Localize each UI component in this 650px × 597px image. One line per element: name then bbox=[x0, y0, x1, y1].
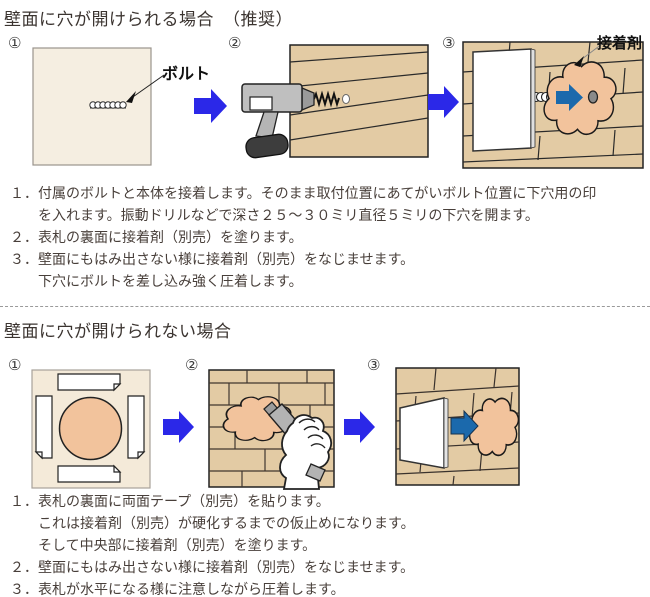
wall-lines bbox=[289, 51, 429, 141]
section-divider bbox=[0, 306, 650, 307]
bolt-leader-arrowhead bbox=[126, 91, 136, 103]
bolt-leader-line bbox=[129, 74, 165, 100]
next-step-arrow-icon bbox=[163, 411, 194, 443]
illustration-mounting bbox=[462, 41, 644, 169]
next-step-arrow-icon bbox=[344, 411, 375, 443]
press-arrow-icon bbox=[556, 84, 583, 111]
bolt-label: ボルト bbox=[162, 66, 211, 83]
instruction-line: ３．表札が水平になる様に注意しながら圧着します。 bbox=[10, 581, 345, 597]
instruction-line: ２．表札の裏面に接着剤（別売）を塗ります。 bbox=[10, 229, 303, 245]
instruction-line: ２．壁面にもはみ出さない様に接着剤（別売）をなじませます。 bbox=[10, 559, 415, 575]
nameplate-edge bbox=[443, 397, 449, 469]
section2-instructions: １．表札の裏面に両面テープ（別売）を貼ります。 これは接着剤（別売）が硬化するま… bbox=[10, 490, 415, 597]
step2-number: ② bbox=[185, 357, 199, 374]
section2-heading: 壁面に穴が開けられない場合 bbox=[4, 322, 232, 341]
step1-number: ① bbox=[8, 357, 22, 374]
next-step-arrow-icon bbox=[194, 89, 227, 123]
nameplate-edge bbox=[530, 48, 536, 149]
step2-number: ② bbox=[228, 35, 242, 52]
bolt-hole bbox=[587, 90, 599, 104]
tape-strips bbox=[34, 373, 146, 483]
adhesive-label: 接着剤 bbox=[597, 35, 643, 52]
instruction-line: 下穴にボルトを差し込み強く圧着します。 bbox=[38, 273, 303, 289]
illustration-drilling bbox=[241, 44, 429, 159]
hand-icon bbox=[279, 414, 333, 490]
bolt-icon bbox=[89, 101, 127, 109]
next-step-arrow-icon bbox=[428, 86, 459, 118]
press-arrow-icon bbox=[450, 409, 479, 443]
section1-heading: 壁面に穴が開けられる場合 （推奨） bbox=[4, 10, 293, 29]
illustration-apply-adhesive bbox=[208, 369, 335, 490]
instruction-line: １．付属のボルトと本体を接着します。そのまま取付位置にあてがいボルト位置に下穴用… bbox=[10, 185, 597, 201]
step3-number: ③ bbox=[367, 357, 381, 374]
illustration-nameplate-back bbox=[32, 47, 165, 166]
illustration-tape-layout bbox=[31, 369, 151, 489]
adhesive-circle bbox=[58, 396, 123, 461]
adhesive-leader-arrowhead bbox=[574, 56, 584, 67]
instruction-line: これは接着剤（別売）が硬化するまでの仮止めになります。 bbox=[38, 515, 415, 531]
step1-number: ① bbox=[8, 35, 22, 52]
illustration-press-plate bbox=[395, 367, 522, 486]
drill-icon bbox=[241, 83, 340, 159]
section1-instructions: １．付属のボルトと本体を接着します。そのまま取付位置にあてがいボルト位置に下穴用… bbox=[10, 182, 596, 292]
pilot-hole bbox=[342, 94, 350, 104]
nameplate bbox=[472, 48, 532, 152]
instruction-line: １．表札の裏面に両面テープ（別売）を貼ります。 bbox=[10, 493, 330, 509]
instruction-line: を入れます。振動ドリルなどで深さ２５～３０ミリ直径５ミリの下穴を開ます。 bbox=[38, 207, 539, 223]
instruction-line: そして中央部に接着剤（別売）を塗ります。 bbox=[38, 537, 317, 553]
instruction-line: ３．壁面にもはみ出さない様に接着剤（別売）をなじませます。 bbox=[10, 251, 415, 267]
step3-number: ③ bbox=[442, 35, 456, 52]
nameplate bbox=[399, 397, 445, 469]
